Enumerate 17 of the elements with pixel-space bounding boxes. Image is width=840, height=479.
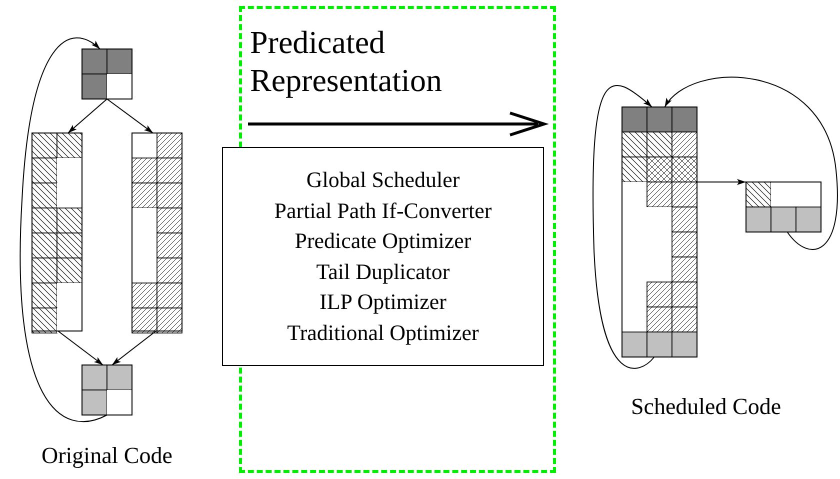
arrow	[112, 330, 156, 366]
figure-caption: Original Code	[42, 443, 172, 469]
arrow	[696, 179, 746, 185]
pass-name: Traditional Optimizer	[287, 318, 479, 347]
pass-name: Global Scheduler	[306, 166, 460, 194]
pass-name: Partial Path If-Converter	[274, 196, 492, 224]
region-heading: Predicated Representation	[250, 23, 443, 99]
arrow	[58, 330, 104, 366]
pass-name: ILP Optimizer	[320, 288, 446, 316]
arrow	[592, 84, 655, 369]
arrow	[664, 76, 838, 250]
pass-name: Tail Duplicator	[316, 258, 450, 286]
arrow	[20, 37, 108, 422]
figure-caption: Scheduled Code	[630, 394, 782, 420]
arrow	[106, 98, 154, 134]
pass-name: Predicate Optimizer	[294, 227, 472, 255]
arrow	[68, 98, 108, 134]
